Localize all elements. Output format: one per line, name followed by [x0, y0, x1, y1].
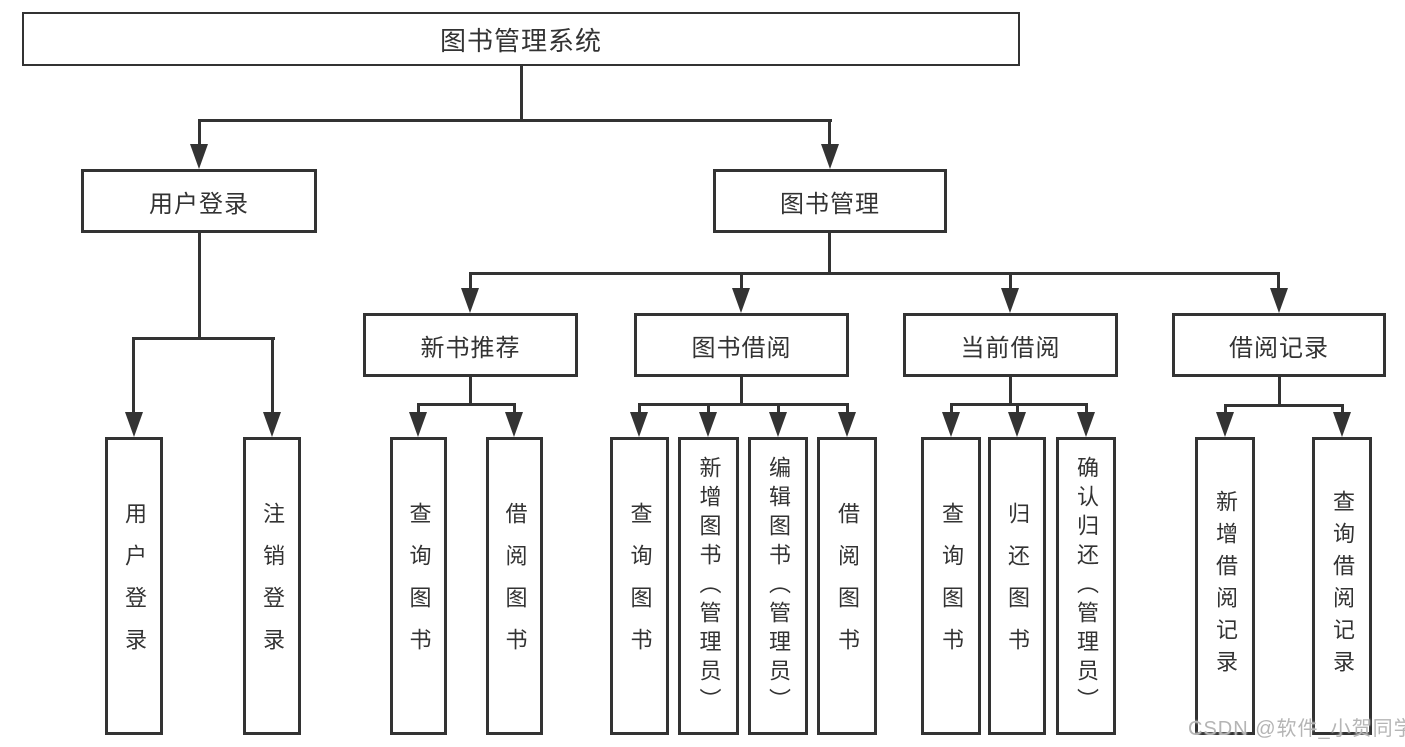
- connector-user-login-branch: [132, 337, 275, 340]
- arrow-down-icon: [409, 412, 427, 437]
- node-label: 新书推荐: [420, 334, 521, 362]
- leaf-user-login: 用户登录: [105, 437, 163, 735]
- connector-newbook-stem: [469, 375, 472, 406]
- arrow-down-icon: [190, 144, 208, 169]
- connector-leaf-shaft: [1085, 403, 1088, 415]
- node-label: 注销登录: [260, 502, 285, 670]
- connector-leaf-shaft: [846, 403, 849, 415]
- leaf-add-books-admin: 新增图书（管理员）: [678, 437, 739, 735]
- node-borrowing-records: 借阅记录: [1172, 313, 1386, 377]
- connector-records-stem: [1278, 375, 1281, 407]
- leaf-query-books-recommend: 查询图书: [390, 437, 447, 735]
- connector-book-mgmt-shaft: [828, 119, 831, 147]
- node-label: 查询借阅记录: [1330, 490, 1355, 682]
- node-label: 新增图书（管理员）: [696, 455, 722, 717]
- arrow-down-icon: [1216, 412, 1234, 437]
- node-book-borrowing: 图书借阅: [634, 313, 849, 377]
- connector-borrowing-stem: [740, 375, 743, 406]
- leaf-logout: 注销登录: [243, 437, 301, 735]
- node-label: 用户登录: [122, 502, 147, 670]
- node-label: 确认归还（管理员）: [1074, 455, 1099, 717]
- arrow-down-icon: [630, 412, 648, 437]
- connector-level2-branch: [198, 119, 832, 122]
- node-current-borrowing: 当前借阅: [903, 313, 1118, 377]
- leaf-borrow-books: 借阅图书: [817, 437, 877, 735]
- arrow-down-icon: [732, 288, 750, 313]
- connector-current-stem: [1009, 375, 1012, 406]
- arrow-down-icon: [1008, 412, 1026, 437]
- node-label: 查询图书: [939, 502, 964, 670]
- node-label: 查询图书: [406, 502, 432, 670]
- arrow-down-icon: [942, 412, 960, 437]
- node-label: 用户登录: [149, 190, 249, 218]
- leaf-edit-books-admin: 编辑图书（管理员）: [748, 437, 808, 735]
- node-label: 查询图书: [627, 502, 653, 670]
- node-label: 图书管理: [780, 190, 880, 218]
- connector-l3-shaft: [469, 272, 472, 291]
- leaf-query-books-current: 查询图书: [921, 437, 981, 735]
- connector-l3-shaft: [1009, 272, 1012, 291]
- leaf-query-borrow-record: 查询借阅记录: [1312, 437, 1372, 735]
- arrow-down-icon: [125, 412, 143, 437]
- node-label: 借阅图书: [835, 502, 860, 670]
- arrow-down-icon: [263, 412, 281, 437]
- connector-records-branch: [1224, 404, 1343, 407]
- connector-leaf-shaft: [707, 403, 710, 415]
- node-label: 图书借阅: [691, 334, 792, 362]
- arrow-down-icon: [1333, 412, 1351, 437]
- arrow-down-icon: [1270, 288, 1288, 313]
- leaf-return-books: 归还图书: [988, 437, 1046, 735]
- connector-user-login-stem: [198, 230, 201, 339]
- connector-leaf-shaft: [271, 337, 274, 415]
- connector-root-stem: [520, 65, 523, 121]
- arrow-down-icon: [769, 412, 787, 437]
- connector-leaf-shaft: [417, 403, 420, 415]
- node-label: 图书管理系统: [439, 25, 602, 56]
- leaf-add-borrow-record: 新增借阅记录: [1195, 437, 1255, 735]
- leaf-query-books: 查询图书: [610, 437, 669, 735]
- node-root: 图书管理系统: [22, 12, 1020, 66]
- connector-leaf-shaft: [1341, 404, 1344, 415]
- arrow-down-icon: [821, 144, 839, 169]
- connector-book-mgmt-stem: [828, 230, 831, 275]
- arrow-down-icon: [1001, 288, 1019, 313]
- arrow-down-icon: [699, 412, 717, 437]
- node-book-management: 图书管理: [713, 169, 947, 233]
- connector-level3-branch: [469, 272, 1280, 275]
- node-label: 编辑图书（管理员）: [766, 455, 791, 717]
- node-label: 借阅记录: [1229, 334, 1329, 362]
- connector-leaf-shaft: [132, 337, 135, 415]
- arrow-down-icon: [461, 288, 479, 313]
- connector-leaf-shaft: [513, 403, 516, 415]
- connector-leaf-shaft: [638, 403, 641, 415]
- arrow-down-icon: [1077, 412, 1095, 437]
- leaf-confirm-return-admin: 确认归还（管理员）: [1056, 437, 1116, 735]
- node-label: 借阅图书: [502, 502, 528, 670]
- connector-leaf-shaft: [777, 403, 780, 415]
- node-new-book-recommend: 新书推荐: [363, 313, 578, 377]
- connector-leaf-shaft: [1224, 404, 1227, 415]
- connector-user-login-shaft: [198, 119, 201, 147]
- node-label: 归还图书: [1005, 502, 1030, 670]
- connector-l3-shaft: [1277, 272, 1280, 291]
- connector-leaf-shaft: [950, 403, 953, 415]
- node-label: 当前借阅: [960, 334, 1061, 362]
- connector-newbook-branch: [417, 403, 516, 406]
- connector-l3-shaft: [740, 272, 743, 291]
- arrow-down-icon: [838, 412, 856, 437]
- node-user-login: 用户登录: [81, 169, 317, 233]
- watermark: CSDN @软件_小贺同学: [1188, 718, 1405, 740]
- leaf-borrow-books-recommend: 借阅图书: [486, 437, 543, 735]
- connector-leaf-shaft: [1016, 403, 1019, 415]
- connector-borrowing-branch: [638, 403, 848, 406]
- arrow-down-icon: [505, 412, 523, 437]
- node-label: 新增借阅记录: [1213, 490, 1238, 682]
